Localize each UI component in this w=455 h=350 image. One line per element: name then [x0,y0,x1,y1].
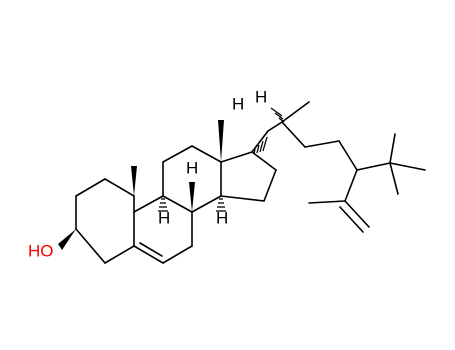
h8-wedge [189,182,195,212]
isopropenyl [308,200,370,233]
methyl-c10 [131,166,137,196]
c20-center [267,101,310,148]
ring-b [133,195,193,264]
hydroxyl-label: HO [28,241,54,260]
methyl-c13 [218,120,224,162]
c3-hydroxyl [58,228,106,264]
ring-c [162,145,222,213]
atom-label-oxygen: HO [28,241,54,260]
c17-c20-hash [253,136,268,155]
h-c20-label: H [255,87,267,106]
vinylidene-double-bond [339,206,364,233]
h9-hash [158,198,168,212]
h-c17-label: H [232,94,244,113]
h-c8-label: H [186,158,198,177]
ring-a [75,178,135,264]
h-c9-label: H [158,208,170,227]
h14-hash [216,198,226,212]
c5-c6-double-bond [139,242,163,257]
c3-o-wedge [58,229,76,250]
side-chain [304,140,391,202]
tert-butyl [389,133,426,195]
ring-d [220,151,277,202]
h-c14-label: H [216,208,228,227]
